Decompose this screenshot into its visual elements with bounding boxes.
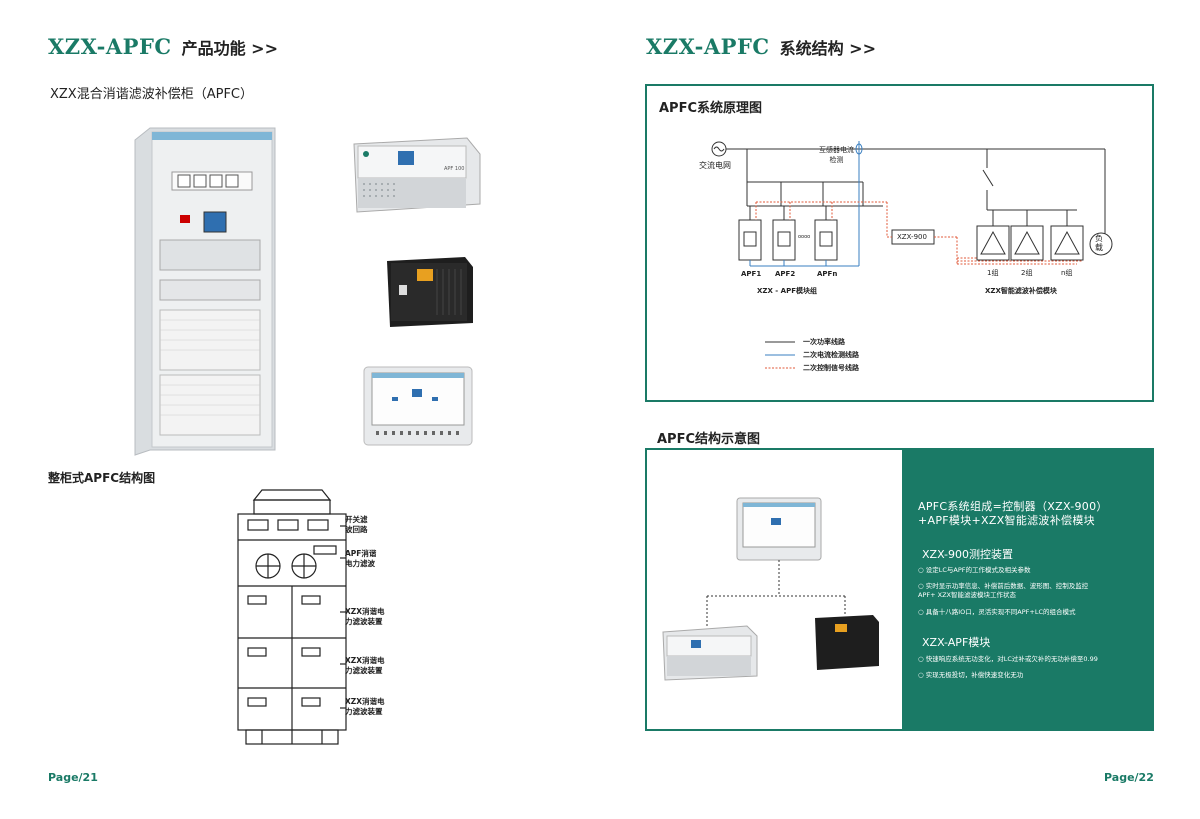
apf-module-label: APF 100 — [444, 166, 465, 172]
structure-diagram — [662, 497, 879, 681]
cabinet-diagram-title: 整柜式APFC结构图 — [48, 471, 156, 485]
filter-module-label: XZX智能滤波补偿模块 — [985, 287, 1057, 295]
controller-feature-2: ○ 实时显示功率信息、补偿前后数据、波形图、控制及监控 APF+ XZX智能滤波… — [918, 582, 1089, 599]
controller-feature-3-text: 具备十八路IO口，灵活实现不同APF+LC的组合模式 — [925, 608, 1076, 616]
apf-feature-1-text: 快速响应系统无功变化，对LC过补或欠补的无功补偿至0.99 — [925, 655, 1098, 663]
principle-diagram-box: APFC系统原理图 — [645, 84, 1154, 402]
apf-feature-2-text: 实现无极投切，补偿快速变化无功 — [925, 671, 1024, 679]
controller-label: XZX-900 — [897, 233, 927, 241]
grid-label: 交流电网 — [699, 161, 731, 170]
apf-feature-1: ○ 快速响应系统无功变化，对LC过补或欠补的无功补偿至0.99 — [918, 655, 1098, 663]
right-header: XZX-APFC 系统结构 >> — [646, 34, 876, 59]
callout-switch-filter: 开关滤 波回路 — [345, 515, 368, 534]
apfn-label: APFn — [817, 270, 838, 278]
callout-xzx-filter-2: XZX消谐电 力滤波装置 — [345, 656, 385, 675]
description-panel: APFC系统组成=控制器（XZX-900） +APF模块+XZX智能滤波补偿模块… — [902, 450, 1154, 729]
legend-signal: 二次控制信号线路 — [803, 364, 859, 372]
product-subtitle: XZX混合消谐滤波补偿柜（APFC） — [50, 87, 254, 102]
controller-section-title: XZX-900测控装置 — [922, 548, 1014, 561]
controller-feature-3: ○ 具备十八路IO口，灵活实现不同APF+LC的组合模式 — [918, 608, 1076, 616]
left-header: XZX-APFC 产品功能 >> — [48, 34, 278, 59]
apf2-label: APF2 — [775, 270, 796, 278]
apf-dots: oooo — [798, 234, 811, 240]
group2-label: 2组 — [1021, 269, 1033, 277]
cabinet-structure-diagram — [232, 488, 352, 746]
filter-module-photo — [385, 255, 475, 330]
principle-title: APFC系统原理图 — [659, 101, 763, 116]
controller-feature-1-text: 设定LC与APF的工作模式及相关参数 — [925, 566, 1031, 574]
load-label: 负 载 — [1095, 234, 1103, 252]
callout-apf-filter: APF消谐 电力滤波 — [345, 549, 377, 568]
legend-detect: 二次电流检测线路 — [803, 351, 859, 359]
composition-text: APFC系统组成=控制器（XZX-900） +APF模块+XZX智能滤波补偿模块 — [918, 500, 1108, 527]
right-brand: XZX-APFC — [646, 34, 770, 59]
callout-xzx-filter-3: XZX消谐电 力滤波装置 — [345, 697, 385, 716]
apf-module-photo: APF 100 — [352, 124, 482, 214]
legend-power: 一次功率线路 — [803, 338, 845, 346]
left-page-number: Page/21 — [48, 771, 98, 784]
cabinet-photo — [130, 120, 280, 460]
left-brand: XZX-APFC — [48, 34, 172, 59]
apf-section-title: XZX-APF模块 — [922, 636, 991, 649]
right-page-number: Page/22 — [1104, 771, 1154, 784]
apf-feature-2: ○ 实现无极投切，补偿快速变化无功 — [918, 671, 1024, 679]
group1-label: 1组 — [987, 269, 999, 277]
right-page-title: 系统结构 >> — [779, 39, 876, 58]
principle-diagram — [711, 141, 1113, 369]
controller-photo — [362, 365, 474, 447]
apf1-label: APF1 — [741, 270, 762, 278]
ct-label: 互感器电流 检测 — [819, 146, 854, 164]
callout-xzx-filter-1: XZX消谐电 力滤波装置 — [345, 607, 385, 626]
controller-feature-2-text: 实时显示功率信息、补偿前后数据、波形图、控制及监控 APF+ XZX智能滤波模块… — [918, 582, 1089, 599]
structure-box: APFC系统组成=控制器（XZX-900） +APF模块+XZX智能滤波补偿模块… — [645, 448, 1154, 731]
controller-feature-1: ○ 设定LC与APF的工作模式及相关参数 — [918, 566, 1031, 574]
structure-title: APFC结构示意图 — [657, 432, 761, 447]
apf-group-label: XZX - APF模块组 — [757, 287, 817, 295]
left-page-title: 产品功能 >> — [181, 39, 278, 58]
groupn-label: n组 — [1061, 269, 1073, 277]
